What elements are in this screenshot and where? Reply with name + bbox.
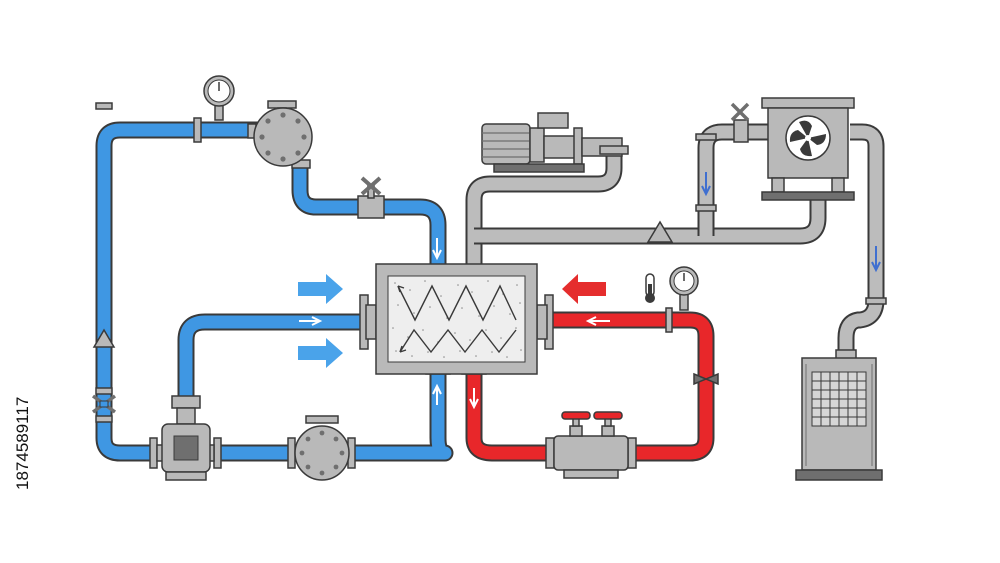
gate-valve-icon <box>730 102 750 143</box>
filter-strainer-icon <box>287 415 356 481</box>
gate-valve-icon <box>91 394 117 414</box>
hot-inflow-arrow-icon <box>562 274 606 304</box>
hot-loop-pipe <box>465 311 715 462</box>
pressure-gauge-icon <box>203 75 235 121</box>
cold-inner-pipe <box>177 313 368 420</box>
white-flow-arrow-icon <box>469 388 479 410</box>
white-flow-arrow-icon <box>432 238 442 261</box>
gate-valve-icon <box>357 176 385 219</box>
flow-arrows <box>298 172 881 410</box>
thermometer-icon <box>645 273 655 303</box>
electric-pump-icon <box>481 112 629 173</box>
cold-loop-outer-pipe <box>95 121 454 462</box>
blue-flow-arrow-icon <box>871 246 881 273</box>
fan-blade-icon <box>789 120 826 157</box>
check-valve-icon <box>693 372 719 386</box>
stock-id-label: 1874589117 <box>13 397 32 490</box>
exchanger-fill-texture <box>392 280 522 358</box>
manifold-icon <box>545 411 637 479</box>
stock-id-text: 1874589117 <box>13 397 32 490</box>
check-valve-icon <box>92 328 116 348</box>
white-flow-arrow-icon <box>299 316 323 326</box>
cold-inflow-arrow-icon <box>298 274 343 304</box>
centrifugal-pump-icon <box>149 395 222 481</box>
blue-flow-arrow-icon <box>701 172 711 197</box>
cooling-tower-icon <box>795 349 883 481</box>
shell-heat-exchanger-icon <box>359 263 554 375</box>
return-line-pipe <box>465 123 885 360</box>
white-flow-arrow-icon <box>585 316 610 326</box>
fan-cooler-icon <box>761 97 855 201</box>
white-flow-arrow-icon <box>432 383 442 405</box>
pressure-gauge-icon <box>669 266 699 311</box>
cold-inflow-arrow-icon <box>298 338 343 368</box>
check-valve-icon <box>646 220 674 243</box>
filter-strainer-icon <box>247 100 313 169</box>
